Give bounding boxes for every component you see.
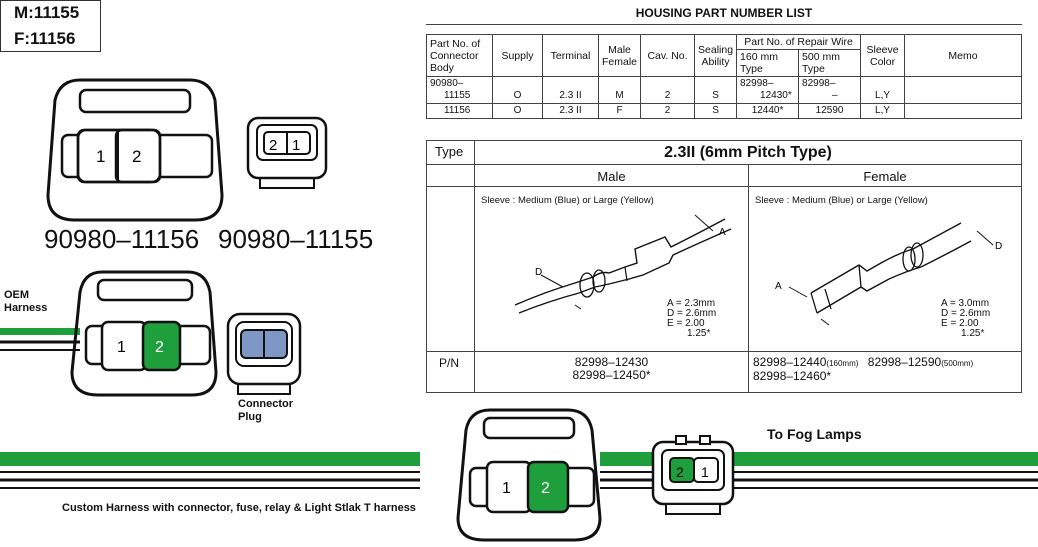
female-pn: 82998–12440(160mm) 82998–12590(500mm) 82… — [753, 355, 974, 383]
female-label: Female — [749, 165, 1021, 187]
male-dimensions: A = 2.3mm D = 2.6mm E = 2.00 1.25* — [667, 298, 717, 339]
table-subheader-row: 160 mm Type 500 mm Type — [427, 49, 1022, 77]
type-label: Type — [427, 141, 475, 165]
male-pin-2: 2 — [269, 137, 277, 154]
cell-sleeve: L,Y — [860, 76, 906, 104]
cell-cav: 2 — [640, 103, 696, 119]
header-sealing: Sealing Ability — [694, 34, 738, 77]
connector-code-box: M:11155 F:11156 — [0, 0, 101, 52]
connector-plug-label-1: Connector — [238, 398, 293, 410]
cell-wire-160: 12440* — [736, 103, 800, 119]
female-letter-d: D — [995, 241, 1002, 252]
female-code: F:11156 — [14, 29, 76, 48]
header-repair-wire: Part No. of Repair Wire — [736, 34, 862, 50]
male-pn: 82998–12430 82998–12450* — [475, 352, 749, 392]
female-sleeve-note: Sleeve : Medium (Blue) or Large (Yellow) — [755, 195, 928, 206]
header-memo: Memo — [904, 34, 1022, 77]
custom-pin-1: 1 — [502, 480, 511, 497]
cell-sleeve: L,Y — [860, 103, 906, 119]
header-terminal: Terminal — [542, 34, 599, 77]
custom-harness-label: Custom Harness with connector, fuse, rel… — [62, 502, 416, 514]
table-row: 90980– 11155 O 2.3 II M 2 S 82998– 12430… — [426, 76, 1022, 104]
terminal-spec-table: Type 2.3II (6mm Pitch Type) Male Female … — [426, 140, 1022, 393]
male-letter-a: A — [719, 227, 726, 238]
cell-cav: 2 — [640, 76, 696, 104]
cell-terminal: 2.3 II — [542, 103, 599, 119]
male-code: M:11155 — [14, 3, 80, 22]
table-row: 11156 O 2.3 II F 2 S 12440* 12590 L,Y — [426, 103, 1022, 119]
title-rule — [426, 24, 1022, 25]
male-sleeve-note: Sleeve : Medium (Blue) or Large (Yellow) — [481, 195, 654, 206]
header-male-female: Male Female — [597, 34, 642, 77]
header-supply: Supply — [492, 34, 543, 77]
cell-supply: O — [492, 76, 543, 104]
cell-mf: M — [597, 76, 642, 104]
header-500mm: 500 mm Type — [798, 49, 862, 77]
female-part-number: 90980–11156 — [44, 224, 200, 254]
male-terminal-drawing: A D — [514, 214, 732, 314]
table-title: HOUSING PART NUMBER LIST — [635, 6, 813, 20]
cell-seal: S — [694, 76, 738, 104]
connector-drawings: 1 2 2 1 1 2 — [0, 78, 420, 489]
oem-pin-2: 2 — [155, 339, 164, 356]
table-header-row: Part No. of Connector Body Supply Termin… — [426, 34, 1022, 77]
header-cav-no: Cav. No. — [640, 34, 696, 77]
bottom-connectors: 1 2 2 1 — [456, 408, 1038, 542]
to-fog-lamps-label: To Fog Lamps — [767, 426, 862, 442]
connector-plug-label-2: Plug — [238, 411, 262, 423]
male-label: Male — [475, 165, 749, 187]
cell-part: 90980– 11155 — [426, 76, 493, 104]
oem-harness-label-2: Harness — [4, 302, 48, 314]
cell-wire-500: 12590 — [798, 103, 862, 119]
cell-part: 11156 — [426, 103, 493, 119]
blank-cell — [427, 187, 475, 352]
female-dimensions: A = 3.0mm D = 2.6mm E = 2.00 1.25* — [941, 298, 991, 339]
cell-seal: S — [694, 103, 738, 119]
oem-female-connector: 1 2 — [70, 270, 218, 397]
female-terminal-cell: Sleeve : Medium (Blue) or Large (Yellow)… — [749, 187, 1021, 352]
cell-wire-500: 82998– – — [798, 76, 862, 104]
female-pin-1: 1 — [96, 147, 105, 166]
oem-pin-1: 1 — [117, 339, 126, 356]
male-pin-1: 1 — [292, 137, 300, 154]
fog-lamp-connector: 2 1 — [651, 435, 735, 515]
custom-harness-wires — [0, 452, 420, 489]
cell-wire-160: 82998– 12430* — [736, 76, 800, 104]
male-terminal-cell: Sleeve : Medium (Blue) or Large (Yellow)… — [475, 187, 749, 352]
male-letter-d: D — [535, 267, 542, 278]
cell-memo — [904, 103, 1022, 119]
female-terminal-drawing: A D — [775, 222, 1002, 326]
male-connector-top: 2 1 — [246, 116, 328, 189]
pn-label: P/N — [427, 352, 475, 392]
connector-plug — [226, 312, 302, 395]
cell-terminal: 2.3 II — [542, 76, 599, 104]
female-letter-a: A — [775, 281, 782, 292]
header-160mm: 160 mm Type — [736, 49, 800, 77]
type-value: 2.3II (6mm Pitch Type) — [475, 141, 1021, 165]
female-pin-2: 2 — [132, 147, 141, 166]
housing-part-table: Part No. of Connector Body Supply Termin… — [426, 34, 1022, 119]
oem-harness-wires — [0, 328, 80, 351]
header-sleeve: Sleeve Color — [860, 34, 906, 77]
header-part-no: Part No. of Connector Body — [426, 34, 493, 77]
male-part-number: 90980–11155 — [218, 224, 374, 254]
cell-mf: F — [597, 103, 642, 119]
fog-pin-2: 2 — [676, 464, 684, 480]
cell-supply: O — [492, 103, 543, 119]
cell-memo — [904, 76, 1022, 104]
blank-cell — [427, 165, 475, 187]
fog-pin-1: 1 — [701, 464, 709, 480]
oem-harness-label-1: OEM — [4, 289, 30, 301]
custom-female-connector: 1 2 — [456, 408, 602, 542]
custom-pin-2: 2 — [541, 480, 550, 497]
female-connector-top: 1 2 — [46, 78, 224, 222]
